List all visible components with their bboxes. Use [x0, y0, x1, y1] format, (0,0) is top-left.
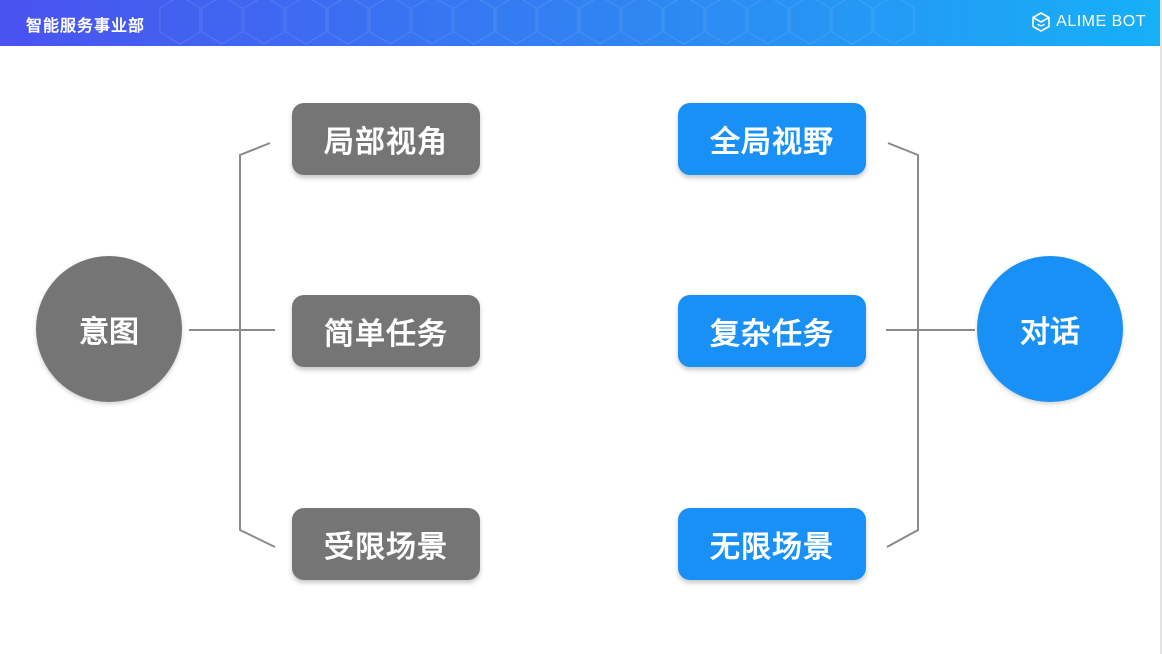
- alime-cube-icon: [1032, 12, 1050, 32]
- left-item-simple-task: 简单任务: [292, 295, 480, 367]
- hexagon-pattern: [159, 0, 915, 45]
- brand-name: ALIME BOT: [1056, 13, 1146, 30]
- right-item-unlimited-scene: 无限场景: [678, 508, 866, 580]
- left-item-local-view: 局部视角: [292, 103, 480, 175]
- intent-node: 意图: [36, 256, 182, 402]
- left-bracket: [239, 142, 276, 548]
- department-title: 智能服务事业部: [26, 16, 146, 35]
- brand-logo: ALIME BOT: [1030, 11, 1146, 33]
- right-item-global-view: 全局视野: [678, 103, 866, 175]
- header-bar: 智能服务事业部 ALIME BOT: [0, 0, 1160, 46]
- right-bracket: [886, 142, 919, 548]
- dialogue-node: 对话: [977, 256, 1123, 402]
- left-item-limited-scene: 受限场景: [292, 508, 480, 580]
- right-edge-divider: [1160, 0, 1162, 654]
- right-item-complex-task: 复杂任务: [678, 295, 866, 367]
